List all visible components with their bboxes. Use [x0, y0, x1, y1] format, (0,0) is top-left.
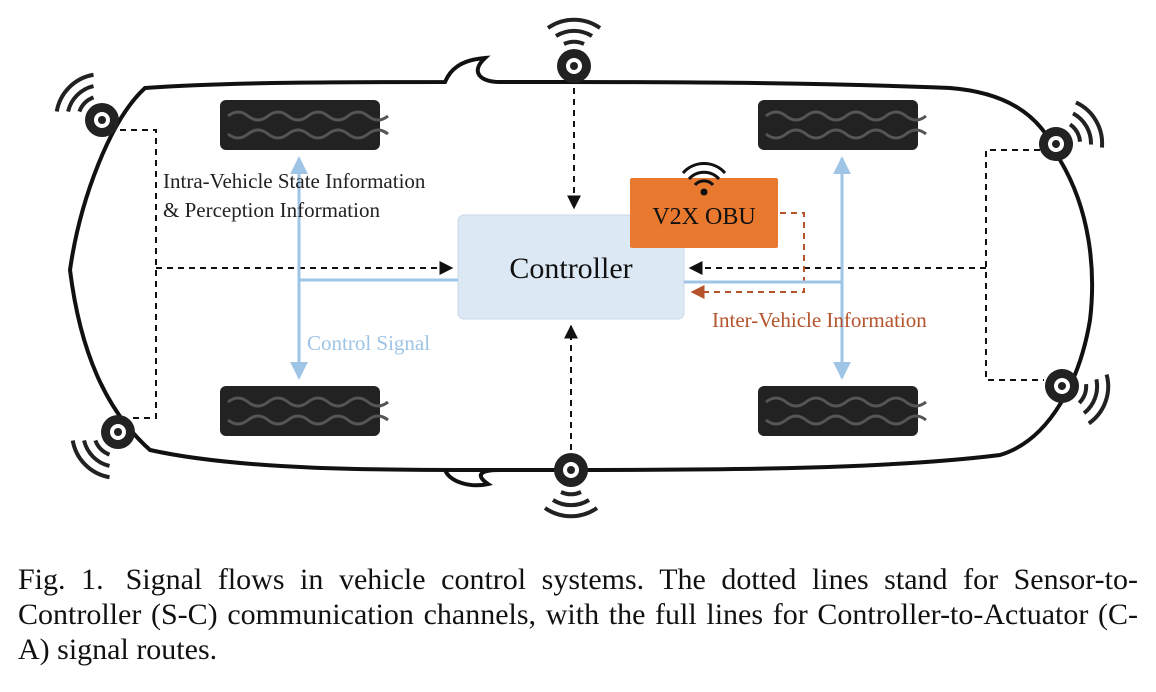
sensor-icon-front-left	[51, 69, 127, 145]
inter-vehicle-label: Inter-Vehicle Information	[712, 308, 927, 332]
sensor-icon-front-right	[1032, 96, 1112, 168]
tire-icon-rear-left	[218, 384, 390, 438]
sensor-to-controller-lines	[120, 88, 1044, 450]
tire-icon-front-right	[756, 98, 928, 152]
obu-box	[630, 178, 778, 248]
mirror-bottom	[443, 468, 501, 488]
figure-number: Fig. 1.	[18, 563, 104, 596]
sensor-icon-rear-left	[67, 407, 143, 484]
obu-label: V2X OBU	[652, 204, 755, 230]
intra-vehicle-label-line1: Intra-Vehicle State Information	[163, 169, 426, 193]
controller-box	[457, 214, 685, 320]
vehicle-signal-flow-diagram: Controller V2X OBU	[0, 17, 1117, 519]
controller-label: Controller	[509, 252, 632, 285]
sensor-icon-rear-right	[1040, 364, 1117, 429]
control-signal-label: Control Signal	[307, 331, 430, 355]
controller-to-actuator-lines	[290, 156, 851, 380]
tire-icon-front-left	[218, 98, 390, 152]
caption-text: Signal flows in vehicle control systems.…	[18, 563, 1138, 666]
tire-icon-rear-right	[756, 384, 928, 438]
sensor-icon-top-center	[546, 17, 602, 83]
intra-vehicle-label-line2: & Perception Information	[163, 198, 380, 222]
figure-caption: Fig. 1.Signal flows in vehicle control s…	[18, 562, 1138, 667]
sensor-icon-bottom-center	[543, 453, 599, 519]
inter-vehicle-line	[690, 212, 805, 299]
wifi-icon	[681, 162, 727, 196]
